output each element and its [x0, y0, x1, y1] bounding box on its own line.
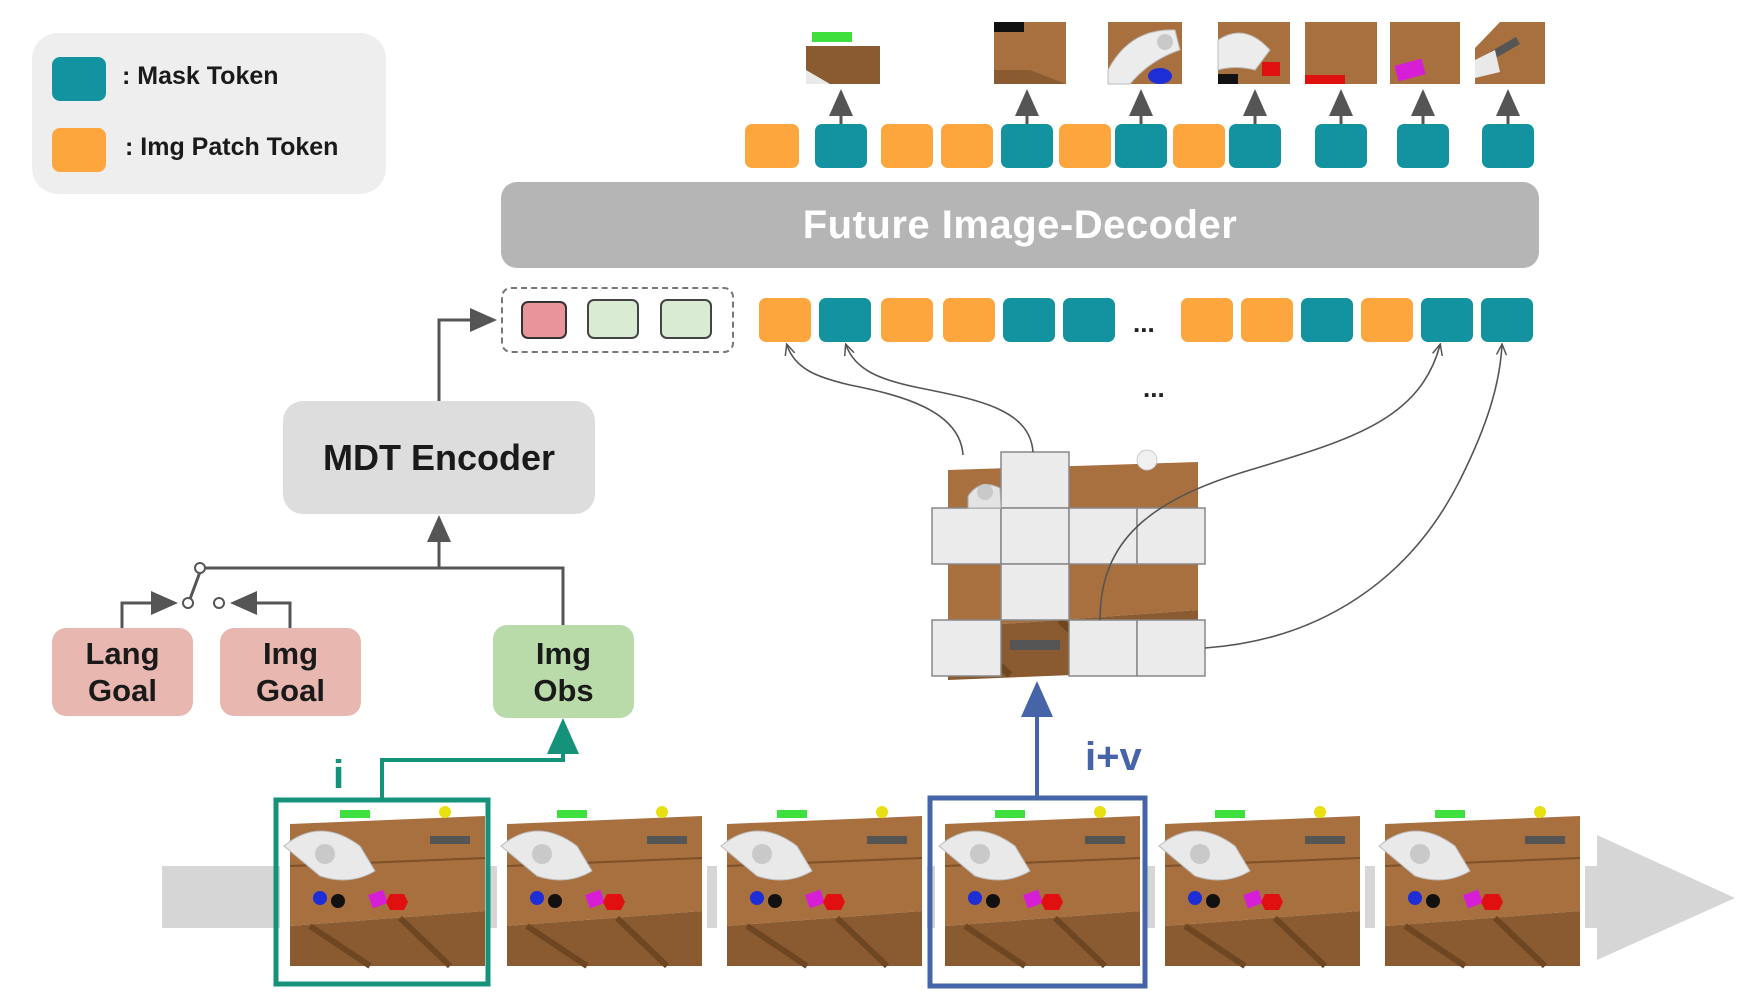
legend: : Mask Token : Img Patch Token [32, 33, 386, 194]
token-mask [1229, 124, 1281, 168]
encoder-output-group [501, 287, 734, 353]
patch-mask-grid [931, 451, 1206, 677]
token-img-patch [745, 124, 799, 168]
legend-img-patch-swatch [52, 128, 106, 172]
token-mask [1115, 124, 1167, 168]
token-mask [819, 298, 871, 342]
token-img-patch [1181, 298, 1233, 342]
token-img-patch [1059, 124, 1111, 168]
current-step-label: i [333, 753, 345, 797]
img-obs-box: Img Obs [493, 625, 634, 718]
lang-goal-box: Lang Goal [52, 628, 193, 716]
token-img-patch [1361, 298, 1413, 342]
goal-token [521, 301, 567, 339]
token-mask [1001, 124, 1053, 168]
token-img-patch [1173, 124, 1225, 168]
token-mask [1482, 124, 1534, 168]
token-img-patch [881, 124, 933, 168]
token-img-patch [943, 298, 995, 342]
token-mask [1003, 298, 1055, 342]
token-mask [1301, 298, 1353, 342]
token-mask [1421, 298, 1473, 342]
token-mask [1315, 124, 1367, 168]
legend-mask-swatch [52, 57, 106, 101]
obs-token [587, 299, 639, 339]
token-mask [815, 124, 867, 168]
token-mask [1063, 298, 1115, 342]
below-row-ellipsis: ... [1143, 373, 1165, 403]
legend-mask-label: : Mask Token [122, 62, 279, 90]
future-step-label: i+v [1085, 735, 1142, 779]
img-goal-box: Img Goal [220, 628, 361, 716]
mdt-encoder: MDT Encoder [283, 401, 595, 514]
token-img-patch [881, 298, 933, 342]
token-img-patch [1241, 298, 1293, 342]
token-img-patch [941, 124, 993, 168]
token-mask [1397, 124, 1449, 168]
token-img-patch [759, 298, 811, 342]
reconstructed-patch-images [806, 22, 1545, 85]
token-row-ellipsis: ... [1133, 308, 1155, 338]
token-mask [1481, 298, 1533, 342]
legend-img-patch-label: : Img Patch Token [125, 133, 339, 161]
obs-token [660, 299, 712, 339]
future-image-decoder: Future Image-Decoder [501, 182, 1539, 268]
